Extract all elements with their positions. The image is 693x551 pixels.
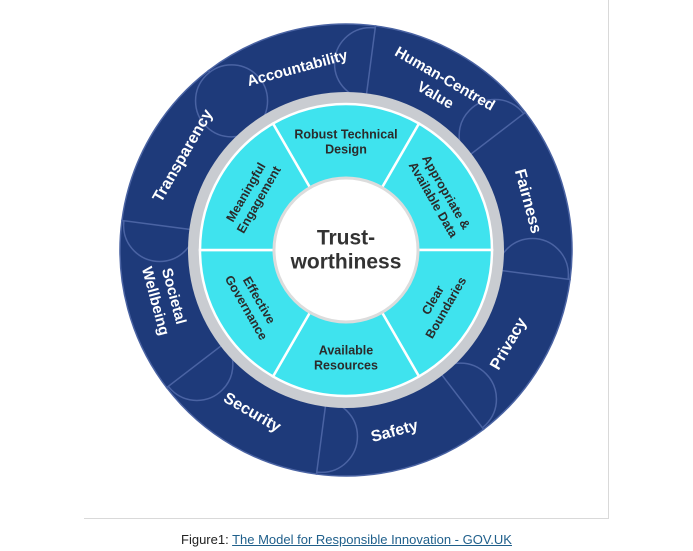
- caption-link[interactable]: The Model for Responsible Innovation - G…: [232, 532, 512, 547]
- frame-border-right: [608, 0, 609, 518]
- center-title: worthiness: [290, 251, 402, 274]
- center-circle: Trust-worthiness: [272, 176, 420, 324]
- center-title: Trust-: [317, 227, 375, 250]
- frame-border-bottom: [84, 518, 609, 519]
- available-resources-label: Resources: [314, 359, 378, 373]
- available-resources-label: Available: [319, 344, 373, 358]
- figure-caption: Figure1: The Model for Responsible Innov…: [0, 532, 693, 547]
- center-circle-fill: [272, 176, 420, 324]
- outer-segment-divider: [194, 64, 269, 138]
- robust-technical-design-label: Robust Technical: [294, 128, 397, 142]
- caption-prefix: Figure1:: [181, 532, 233, 547]
- robust-technical-design-label: Design: [325, 143, 367, 157]
